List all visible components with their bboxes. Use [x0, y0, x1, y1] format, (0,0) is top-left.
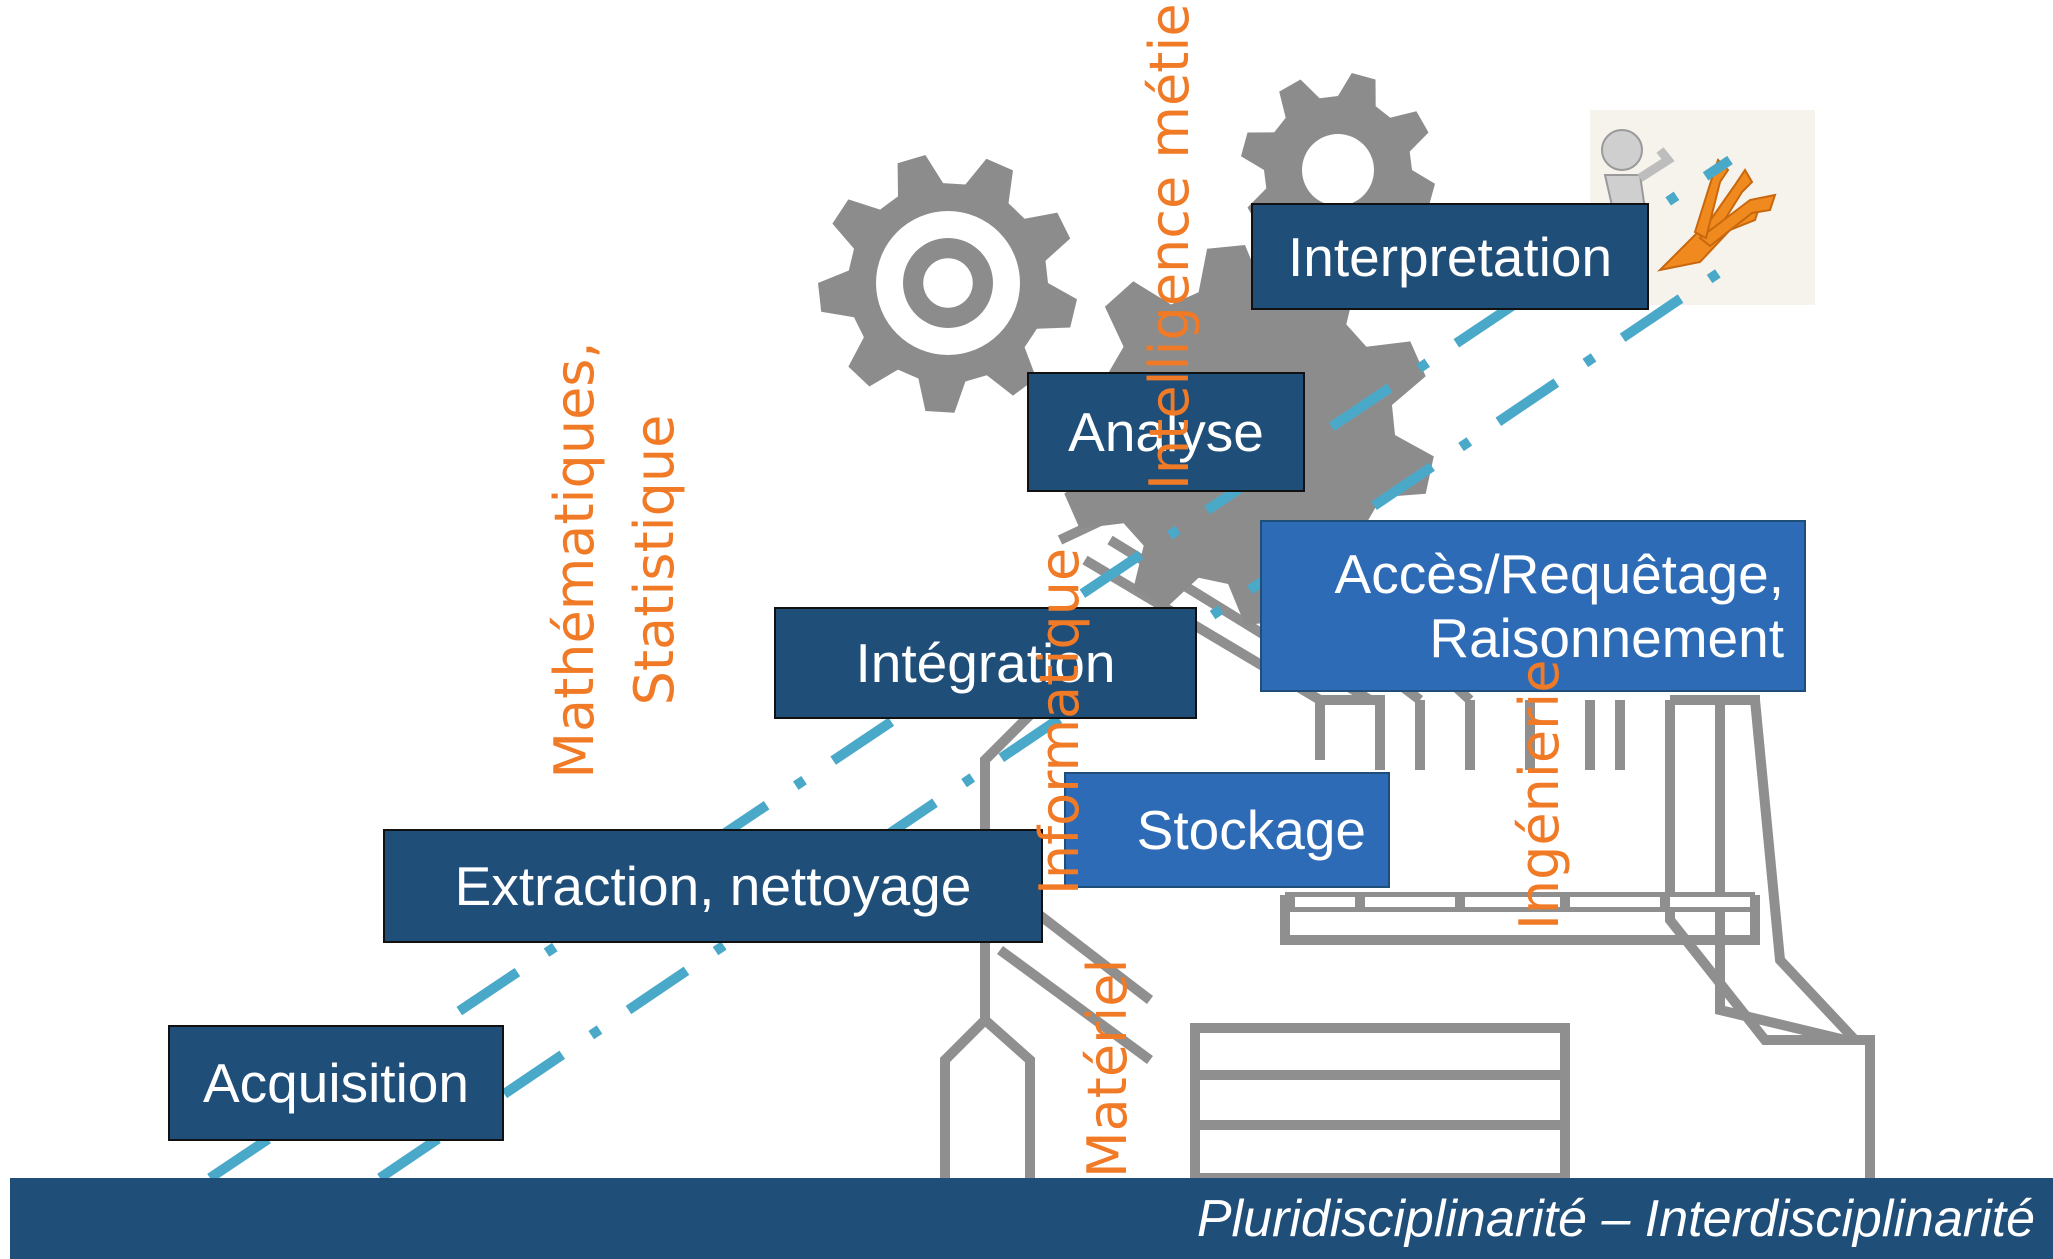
- footer-text: Pluridisciplinarité – Interdisciplinarit…: [1196, 1189, 2035, 1248]
- discipline-materiel-label: Matériel: [1076, 958, 1139, 1178]
- discipline-mathematiques: Mathématiques, Statistique: [535, 330, 695, 790]
- step-acces-line2: Raisonnement: [1429, 607, 1784, 669]
- discipline-ingenierie: Ingénierie: [1500, 659, 1580, 930]
- lower-dashdot-line: [377, 250, 1748, 1183]
- discipline-math-line2: Statistique: [623, 414, 686, 706]
- discipline-ingenierie-label: Ingénierie: [1508, 659, 1571, 930]
- discipline-intelligence-label: Intelligence métier: [1138, 0, 1201, 490]
- step-stockage-label: Stockage: [1136, 799, 1366, 861]
- step-analyse: Analyse: [1027, 372, 1305, 492]
- step-interpretation-label: Interpretation: [1287, 225, 1613, 288]
- step-stockage: Stockage: [1064, 772, 1390, 888]
- footer-bar: Pluridisciplinarité – Interdisciplinarit…: [10, 1178, 2053, 1259]
- step-extraction-label: Extraction, nettoyage: [454, 855, 972, 917]
- step-analyse-label: Analyse: [1068, 401, 1264, 463]
- step-extraction: Extraction, nettoyage: [383, 829, 1043, 943]
- discipline-math-line1: Mathématiques,: [543, 341, 606, 779]
- gear-icon: [818, 155, 1077, 413]
- step-integration: Intégration: [774, 607, 1197, 719]
- discipline-informatique: Informatique: [1020, 548, 1100, 895]
- step-acquisition: Acquisition: [168, 1025, 504, 1141]
- step-acces-requetage: Accès/Requêtage, Raisonnement: [1260, 520, 1806, 692]
- step-acquisition-label: Acquisition: [203, 1052, 469, 1114]
- step-acces-line1: Accès/Requêtage,: [1334, 543, 1784, 605]
- discipline-intelligence-metier: Intelligence métier: [1130, 0, 1210, 490]
- step-integration-label: Intégration: [855, 632, 1116, 694]
- discipline-informatique-label: Informatique: [1028, 547, 1091, 895]
- discipline-materiel: Matériel: [1068, 958, 1148, 1178]
- step-interpretation: Interpretation: [1251, 203, 1649, 310]
